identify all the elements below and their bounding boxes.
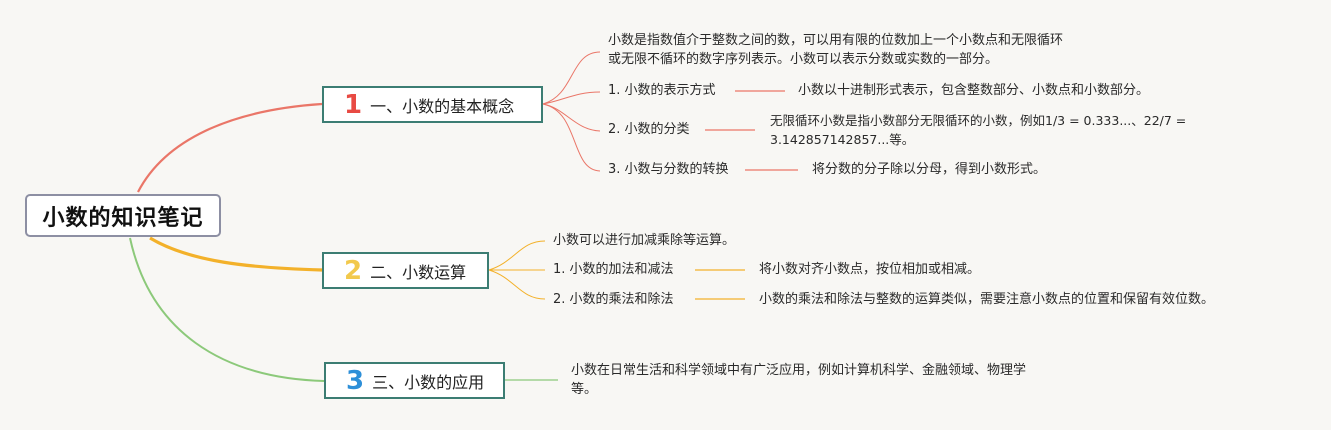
branch-1-item-1-label[interactable]: 1. 小数的表示方式 bbox=[608, 83, 716, 98]
branch-1-item-2-label[interactable]: 2. 小数的分类 bbox=[608, 122, 690, 137]
branch-1-item-3-desc: 将分数的分子除以分母，得到小数形式。 bbox=[812, 162, 1047, 177]
branch-1[interactable]: 1 一、小数的基本概念 bbox=[322, 86, 543, 123]
branch-1-intro-line-2: 或无限不循环的数字序列表示。小数可以表示分数或实数的一部分。 bbox=[608, 52, 999, 67]
branch-2-item-2-desc: 小数的乘法和除法与整数的运算类似，需要注意小数点的位置和保留有效位数。 bbox=[759, 292, 1215, 307]
branch-2-intro: 小数可以进行加减乘除等运算。 bbox=[553, 233, 736, 248]
branch-3-intro-line-1: 小数在日常生活和科学领域中有广泛应用，例如计算机科学、金融领域、物理学 bbox=[571, 363, 1027, 378]
number-3-badge: 3 bbox=[346, 365, 365, 396]
root-topic[interactable]: 小数的知识笔记 bbox=[25, 194, 221, 237]
branch-2-to-item-2-line bbox=[488, 269, 546, 300]
branch-1-intro-line-1: 小数是指数值介于整数之间的数，可以用有限的位数加上一个小数点和无限循环 bbox=[608, 33, 1064, 48]
branch-2-item-1-label[interactable]: 1. 小数的加法和减法 bbox=[553, 262, 674, 277]
branch-2-to-intro-line bbox=[488, 240, 546, 271]
branch-1-to-intro-line bbox=[542, 51, 601, 105]
branch-2-title: 二、小数运算 bbox=[370, 262, 467, 282]
number-1-badge: 1 bbox=[344, 89, 363, 120]
branch-2-item-1-desc: 将小数对齐小数点，按位相加或相减。 bbox=[759, 262, 981, 277]
branch-1-title: 一、小数的基本概念 bbox=[370, 96, 515, 116]
branch-1-to-item-3-line bbox=[542, 103, 601, 172]
branch-1-item-3-label[interactable]: 3. 小数与分数的转换 bbox=[608, 162, 729, 177]
branch-3-title: 三、小数的应用 bbox=[372, 372, 485, 392]
branch-3[interactable]: 3 三、小数的应用 bbox=[324, 362, 505, 399]
branch-1-item-2-desc-line-1: 无限循环小数是指小数部分无限循环的小数，例如1/3 = 0.333...、22/… bbox=[770, 113, 1187, 128]
branch-2[interactable]: 2 二、小数运算 bbox=[322, 252, 489, 289]
branch-1-to-item-1-line bbox=[542, 91, 601, 105]
branch-1-to-item-2-line bbox=[542, 103, 601, 132]
root-title: 小数的知识笔记 bbox=[42, 205, 204, 231]
branch-2-item-2-label[interactable]: 2. 小数的乘法和除法 bbox=[553, 292, 674, 307]
number-2-badge: 2 bbox=[344, 255, 363, 286]
branch-1-item-1-desc: 小数以十进制形式表示，包含整数部分、小数点和小数部分。 bbox=[798, 83, 1150, 98]
root-to-branch-2-line bbox=[149, 236, 323, 272]
root-to-branch-3-line bbox=[129, 237, 325, 382]
root-to-branch-1-line bbox=[137, 102, 323, 193]
branch-1-item-2-desc-line-2: 3.142857142857...等。 bbox=[770, 132, 915, 147]
branch-3-intro-line-2: 等。 bbox=[571, 382, 598, 397]
